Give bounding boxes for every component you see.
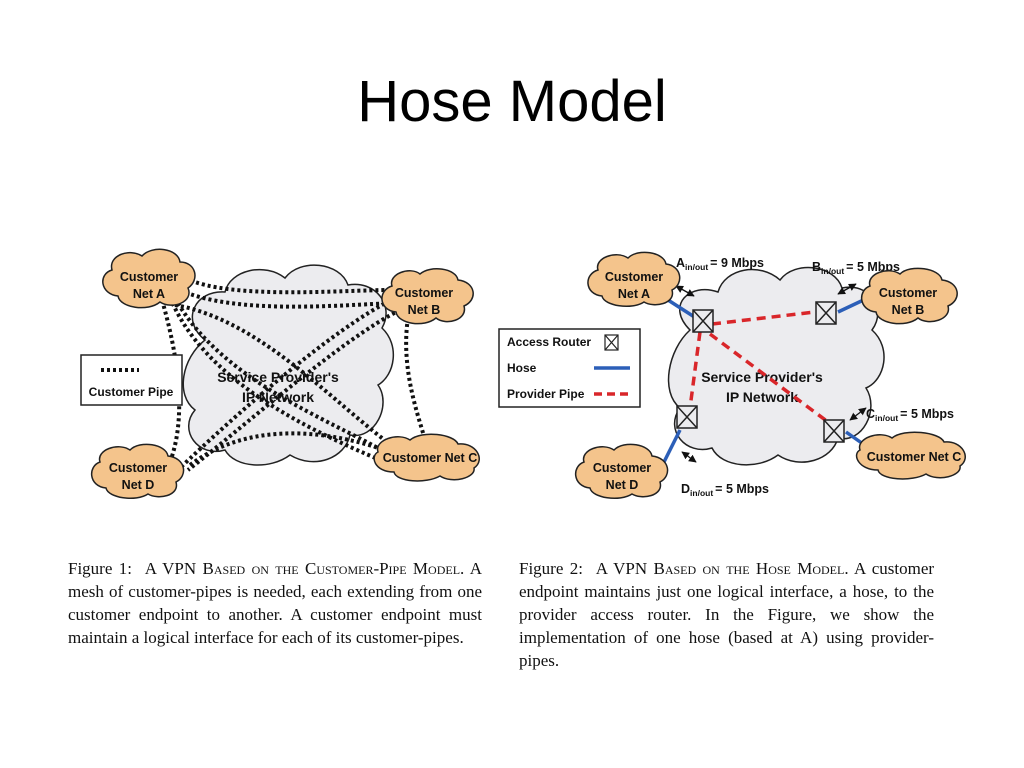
fig1-customer-net-a: Customer Net A	[102, 248, 196, 309]
fig2-net-a-line1: Customer	[605, 270, 663, 284]
fig1-caption-sc1: Based on the	[202, 559, 299, 578]
fig2-caption-a: A VPN	[595, 559, 648, 578]
fig2-cloud-label-line1: Service Provider's	[701, 369, 823, 385]
fig2-legend: Access Router Hose Provider Pipe	[498, 328, 641, 408]
fig2-rate-c: Cin/out= 5 Mbps	[866, 407, 954, 423]
fig2-net-b-line1: Customer	[879, 286, 937, 300]
fig2-router-d-icon	[676, 405, 698, 429]
fig2-customer-net-d: Customer Net D	[575, 443, 669, 500]
fig1-net-d-line2: Net D	[122, 478, 155, 492]
fig1-caption-number: Figure 1:	[68, 559, 132, 578]
slide-title: Hose Model	[357, 69, 667, 134]
fig2-router-a-icon	[692, 309, 714, 333]
fig2-customer-net-a: Customer Net A	[587, 251, 681, 308]
fig2-cloud-label-line2: IP Network	[726, 389, 798, 405]
fig1-caption-text: . A mesh of customer-pipes is needed, ea…	[68, 559, 483, 647]
fig2-net-b-line2: Net B	[892, 303, 925, 317]
fig2-router-b-icon	[815, 301, 837, 325]
fig2-caption-sc1: Based on the	[653, 559, 750, 578]
fig1-net-a-line1: Customer	[120, 270, 178, 284]
fig2-net-c-label: Customer Net C	[867, 450, 961, 464]
figure-2: Service Provider's IP Network	[498, 251, 966, 500]
figure-2-caption: Figure 2: A VPN Based on the Hose Model.…	[519, 557, 934, 672]
fig1-customer-net-b: Customer Net B	[381, 268, 474, 325]
fig2-customer-net-b: Customer Net B	[861, 267, 958, 325]
fig2-customer-net-c: Customer Net C	[855, 431, 966, 480]
fig2-legend-access-router: Access Router	[507, 335, 591, 349]
fig2-net-d-line1: Customer	[593, 461, 651, 475]
fig2-traffic-arrows	[675, 283, 867, 463]
fig1-caption-a: A VPN	[144, 559, 197, 578]
figure-1: Service Provider's IP Network Customer N…	[80, 248, 480, 500]
fig1-provider-cloud	[182, 264, 395, 466]
fig2-net-a-line2: Net A	[618, 287, 650, 301]
fig2-access-routers	[676, 301, 845, 443]
fig1-customer-net-d: Customer Net D	[91, 443, 185, 500]
fig1-net-a-line2: Net A	[133, 287, 165, 301]
fig2-caption-sc2: Hose Model	[755, 559, 845, 578]
fig1-legend: Customer Pipe	[80, 354, 183, 406]
fig2-legend-hose: Hose	[507, 361, 537, 375]
fig1-caption-sc2: Customer-Pipe Model	[304, 559, 461, 578]
fig1-customer-net-c: Customer Net C	[373, 433, 480, 482]
fig1-net-c-label: Customer Net C	[383, 451, 477, 465]
fig1-cloud-label-line1: Service Provider's	[217, 369, 339, 385]
fig1-net-b-line2: Net B	[408, 303, 441, 317]
fig2-legend-router-icon	[604, 334, 619, 351]
fig2-net-d-line2: Net D	[606, 478, 639, 492]
fig2-router-c-icon	[823, 419, 845, 443]
fig2-caption-number: Figure 2:	[519, 559, 583, 578]
fig1-net-d-line1: Customer	[109, 461, 167, 475]
fig1-net-b-line1: Customer	[395, 286, 453, 300]
fig1-customer-pipes	[160, 276, 427, 472]
fig2-provider-pipes	[688, 310, 830, 424]
fig2-legend-provider-pipe: Provider Pipe	[507, 387, 585, 401]
fig2-rate-a: Ain/out= 9 Mbps	[676, 256, 764, 272]
fig1-legend-customer-pipe: Customer Pipe	[89, 385, 174, 399]
fig2-caption-text: . A customer endpoint maintains just one…	[519, 559, 935, 670]
figure-1-caption: Figure 1: A VPN Based on the Customer-Pi…	[68, 557, 482, 649]
fig2-rate-d: Din/out= 5 Mbps	[681, 482, 769, 498]
